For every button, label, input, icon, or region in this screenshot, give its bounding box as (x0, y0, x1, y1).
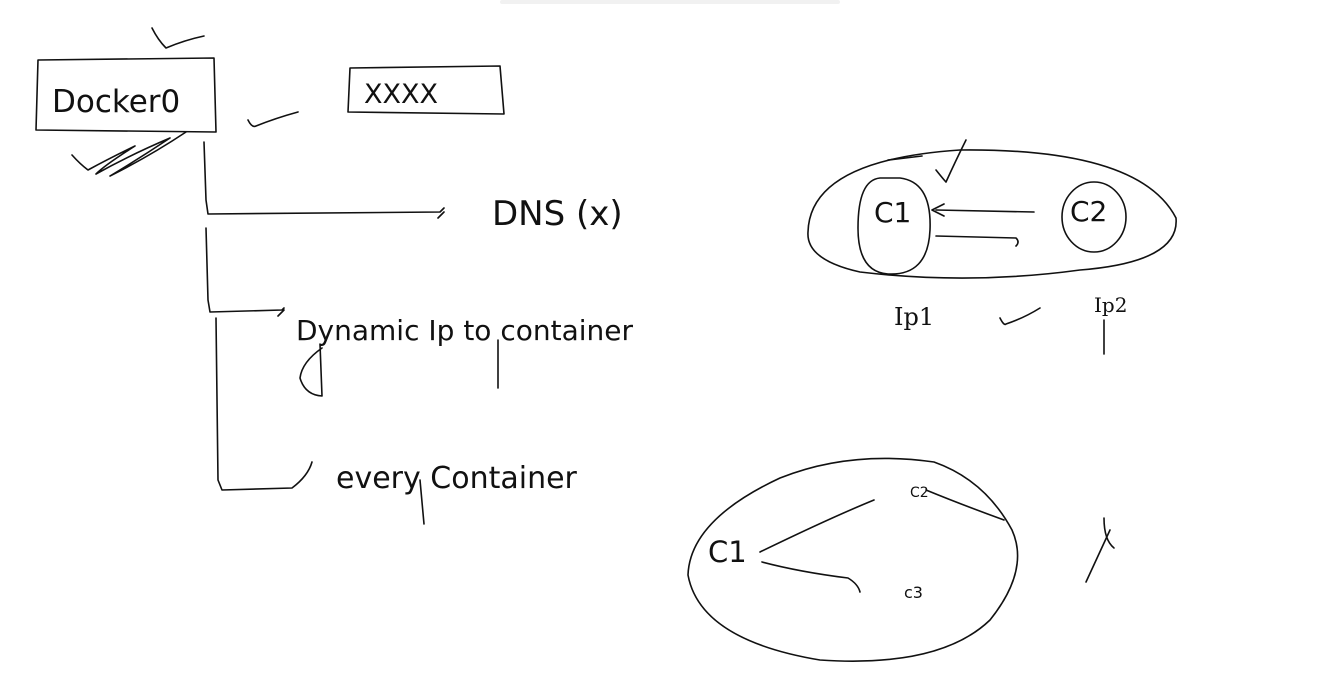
scribble-mark (71, 131, 187, 177)
top-scroll-indicator (500, 0, 840, 4)
docker0-box (35, 57, 217, 133)
container-c3-bottom-label: c3 (904, 583, 923, 602)
network-ellipse-top-tick (887, 155, 923, 161)
link-c1-to-c2 (759, 499, 875, 553)
dynamic-ip-label: Dynamic Ip to container (296, 314, 633, 347)
every-container-label: every Container (336, 461, 578, 496)
tree-trunk-2 (205, 227, 285, 317)
container-c1-circle (857, 177, 931, 275)
tree-trunk-3 (215, 317, 313, 491)
container-c2-label: C2 (1070, 195, 1107, 228)
checkmark-icon (999, 307, 1041, 326)
docker0-label: Docker0 (52, 84, 180, 120)
ip1-label: Ip1 (894, 303, 934, 331)
container-c1-bottom-label: C1 (708, 535, 747, 569)
container-c1-label: C1 (874, 196, 911, 229)
link-c1-to-c3 (761, 561, 861, 593)
arrow-c2-to-c1 (931, 203, 1035, 217)
checkmark-icon (247, 111, 299, 128)
cross-mark-icon (1085, 517, 1115, 583)
checkmark-icon (151, 27, 205, 49)
tree-trunk-1 (203, 141, 445, 219)
xxxx-label: XXXX (364, 79, 438, 110)
every-container-descender (419, 479, 425, 525)
link-c2-outward (925, 489, 1005, 521)
network-ellipse-top (807, 149, 1177, 279)
checkmark-icon (935, 139, 967, 183)
network-ellipse-bottom (687, 457, 1019, 662)
container-c2-bottom-label: C2 (910, 485, 929, 501)
xxxx-box (347, 65, 505, 115)
dynamic-ip-underline-mark (299, 339, 499, 397)
ip2-label: Ip2 (1094, 293, 1127, 317)
container-c2-circle (1061, 181, 1127, 253)
dns-label: DNS (x) (492, 194, 623, 234)
arrow-c1-to-c2 (935, 235, 1019, 247)
